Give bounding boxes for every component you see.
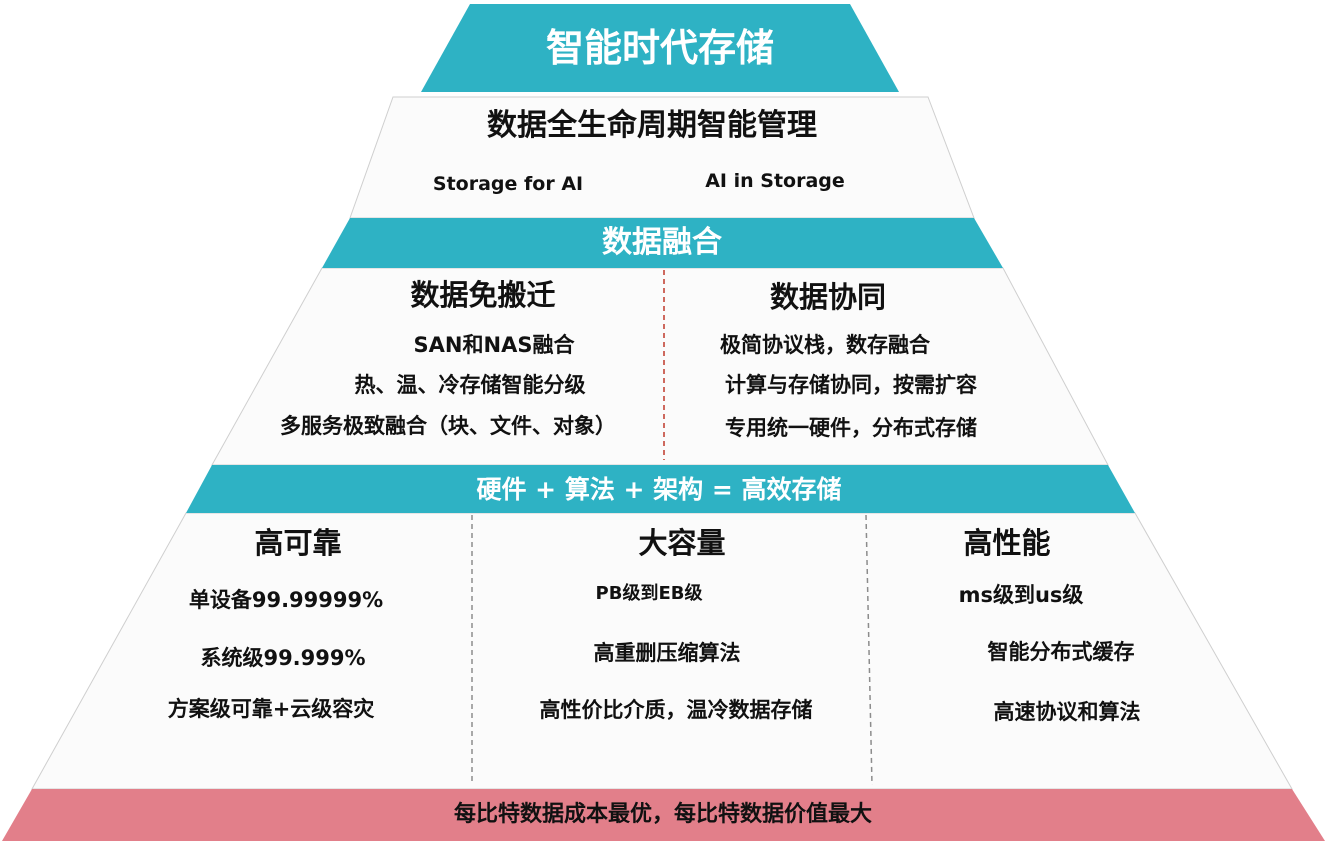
level3-column-title: 大容量	[638, 526, 726, 560]
level2-right-item: 专用统一硬件，分布式存储	[725, 416, 977, 440]
level2-left-item: 热、温、冷存储智能分级	[354, 373, 586, 397]
level3-band-title: 硬件 + 算法 + 架构 = 高效存储	[476, 475, 842, 504]
level3-column-title: 高可靠	[254, 526, 342, 560]
level1-item: AI in Storage	[705, 170, 845, 192]
level2-right-item: 极简协议栈，数存融合	[720, 333, 930, 357]
level3-column-item: 系统级99.999%	[200, 646, 366, 670]
footer-band	[2, 789, 1325, 841]
level3-column-item: PB级到EB级	[595, 583, 703, 604]
level3-column-item: 高性价比介质，温冷数据存储	[539, 698, 813, 722]
level3-column-item: 智能分布式缓存	[987, 640, 1135, 664]
level2-band-title: 数据融合	[602, 225, 722, 260]
top-banner	[421, 4, 899, 92]
level3-divider-right	[865, 514, 873, 786]
level3-column-item: 高重删压缩算法	[593, 641, 741, 665]
level3-column-title: 高性能	[963, 526, 1051, 560]
level3-band	[186, 465, 1135, 513]
level2-right-item: 计算与存储协同，按需扩容	[725, 373, 977, 397]
top-title: 智能时代存储	[545, 26, 775, 70]
level2-left-title: 数据免搬迁	[410, 278, 556, 312]
footer-text: 每比特数据成本最优，每比特数据价值最大	[453, 802, 873, 827]
level3-column-item: 高速协议和算法	[993, 700, 1141, 724]
level1-item: Storage for AI	[432, 173, 584, 195]
level3-column-item: 单设备99.99999%	[188, 588, 384, 612]
level2-band	[322, 218, 1003, 268]
level2-left-item: 多服务极致融合（块、文件、对象）	[280, 414, 616, 438]
level3-column-item: 方案级可靠+云级容灾	[167, 697, 375, 721]
level2-left-item: SAN和NAS融合	[413, 333, 575, 357]
level3-column-item: ms级到us级	[958, 583, 1084, 607]
level1-title: 数据全生命周期智能管理	[487, 108, 817, 143]
level2-right-title: 数据协同	[769, 280, 887, 314]
